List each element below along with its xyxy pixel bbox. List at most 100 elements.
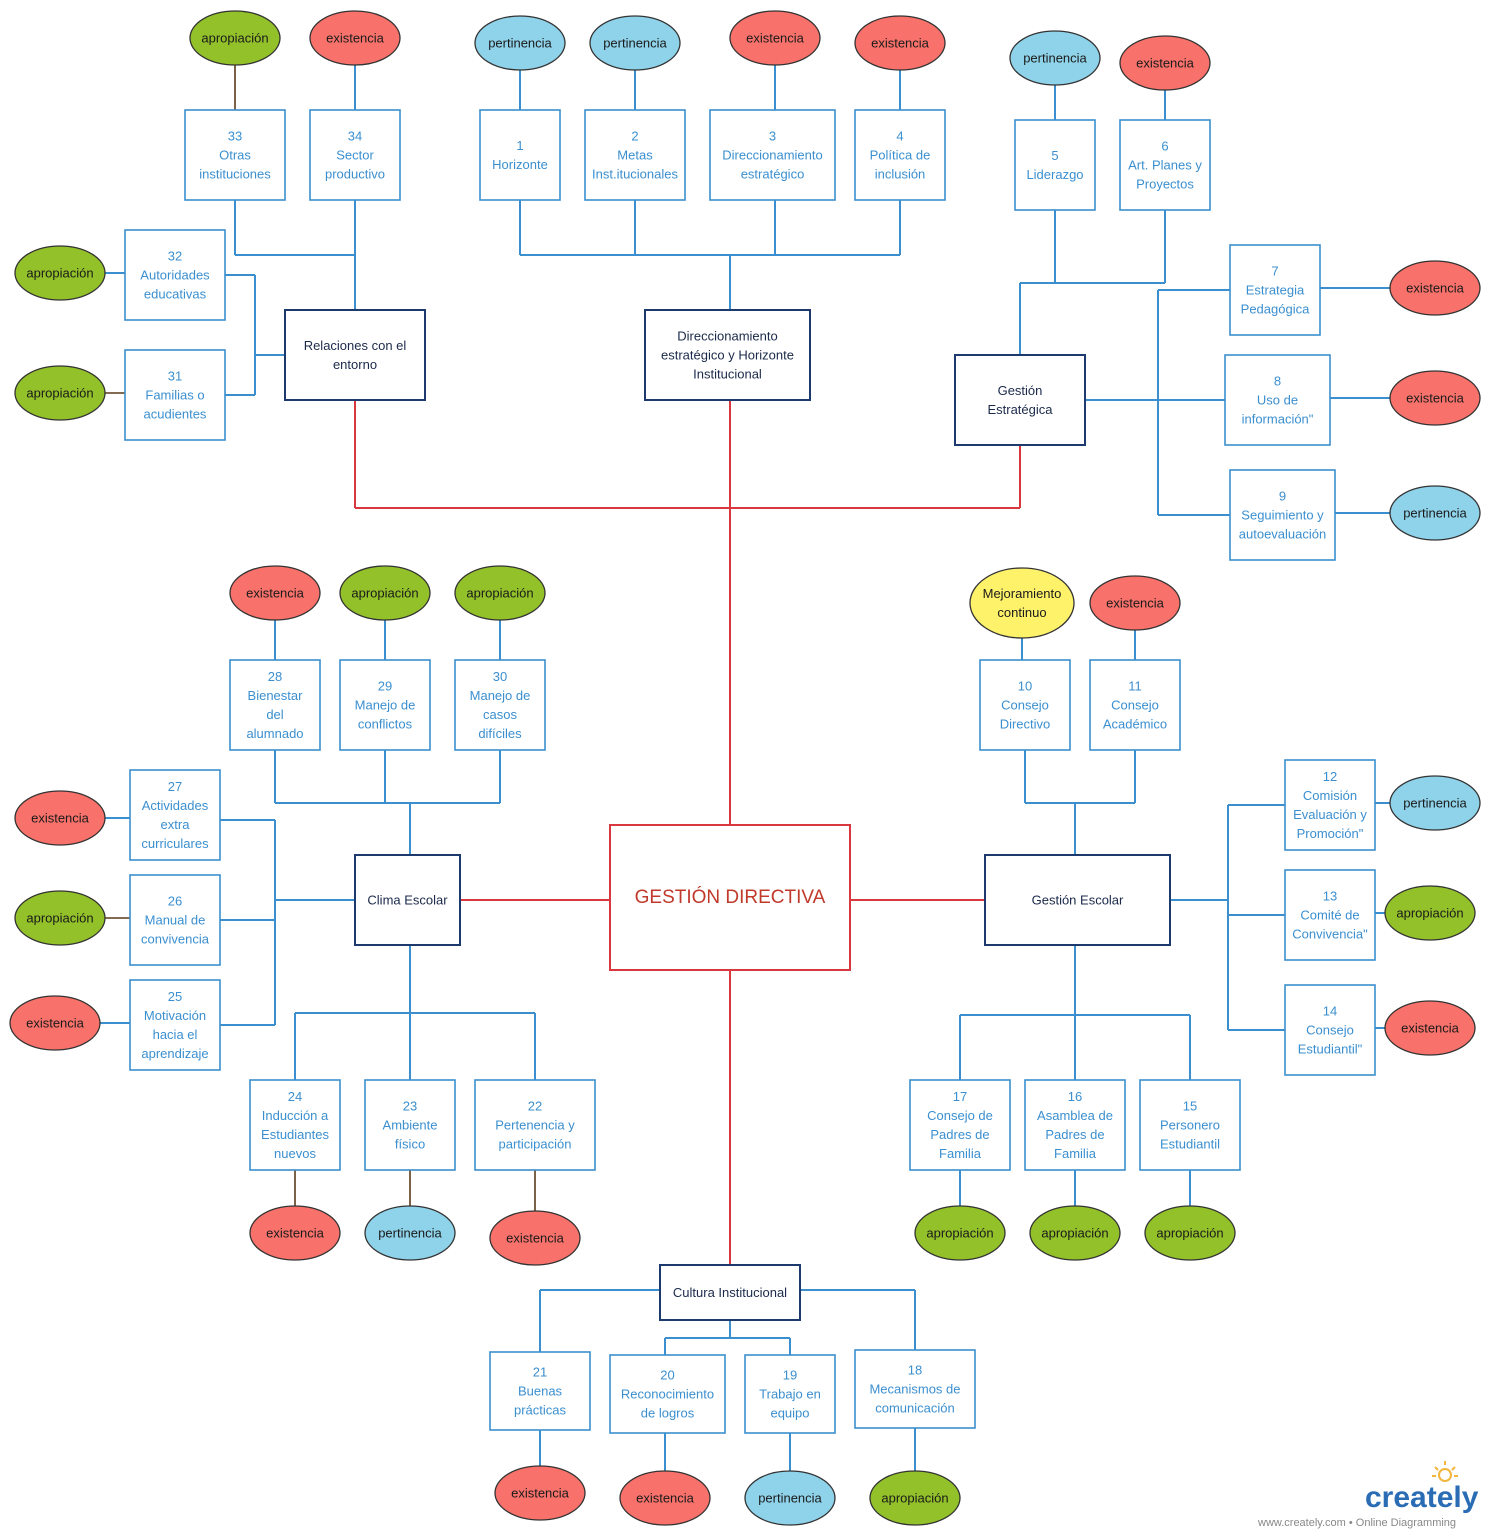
indicator-existencia-e28[interactable]: existencia <box>229 565 321 621</box>
node-label-line: Consejo <box>1001 698 1049 713</box>
node-label-line: Manejo de <box>355 698 416 713</box>
indicator-apropiacion-e31[interactable]: apropiación <box>14 365 106 421</box>
indicator-apropiacion-e15[interactable]: apropiación <box>1144 1205 1236 1261</box>
node-label-line: 5 <box>1051 148 1058 163</box>
node-label-line: 11 <box>1128 679 1142 694</box>
indicator-apropiacion-e13[interactable]: apropiación <box>1384 885 1476 941</box>
main-node-escolar[interactable]: Gestión Escolar <box>984 854 1171 946</box>
indicator-existencia-e21[interactable]: existencia <box>494 1465 586 1521</box>
node-label-line: prácticas <box>514 1403 567 1418</box>
indicator-existencia-e22[interactable]: existencia <box>489 1210 581 1266</box>
indicator-existencia-e24[interactable]: existencia <box>249 1205 341 1261</box>
indicator-existencia-e6[interactable]: existencia <box>1119 35 1211 91</box>
node-label-line: acudientes <box>144 407 207 422</box>
node-label-line: continuo <box>997 605 1046 620</box>
indicator-pertinencia-e23[interactable]: pertinencia <box>364 1205 456 1261</box>
indicator-apropiacion-e33[interactable]: apropiación <box>189 10 281 66</box>
creately-logo[interactable]: creately <box>1365 1481 1479 1514</box>
indicator-existencia-e14[interactable]: existencia <box>1384 1000 1476 1056</box>
node-label-line: apropiación <box>351 586 418 601</box>
footer-text[interactable]: www.creately.com • Online Diagramming <box>1257 1517 1456 1529</box>
node-label-line: Personero <box>1160 1118 1220 1133</box>
indicator-existencia-e8[interactable]: existencia <box>1389 370 1481 426</box>
node-label-line: pertinencia <box>603 36 667 51</box>
indicator-existencia-e20[interactable]: existencia <box>619 1470 711 1526</box>
node-label-line: Evaluación y <box>1293 807 1367 822</box>
indicator-apropiacion-e18[interactable]: apropiación <box>869 1470 961 1526</box>
indicator-apropiacion-e26[interactable]: apropiación <box>14 890 106 946</box>
indicator-pertinencia-e5[interactable]: pertinencia <box>1009 30 1101 86</box>
node-label-line: difíciles <box>478 726 522 741</box>
indicator-apropiacion-e32[interactable]: apropiación <box>14 245 106 301</box>
indicator-apropiacion-e29[interactable]: apropiación <box>339 565 431 621</box>
node-label-line: Política de <box>870 148 931 163</box>
node-label-line: Proyectos <box>1136 177 1194 192</box>
node-label-line: 33 <box>228 129 242 144</box>
node-label-line: 27 <box>168 779 182 794</box>
indicator-existencia-e4[interactable]: existencia <box>854 15 946 71</box>
indicator-existencia-e25[interactable]: existencia <box>9 995 101 1051</box>
indicator-apropiacion-e30[interactable]: apropiación <box>454 565 546 621</box>
indicator-pertinencia-e12[interactable]: pertinencia <box>1389 775 1481 831</box>
indicator-existencia-e27[interactable]: existencia <box>14 790 106 846</box>
node-label-line: apropiación <box>26 266 93 281</box>
node-label-line: 32 <box>168 249 182 264</box>
node-label-line: Institucional <box>693 367 762 382</box>
indicator-apropiacion-e17[interactable]: apropiación <box>914 1205 1006 1261</box>
indicator-pertinencia-e2[interactable]: pertinencia <box>589 15 681 71</box>
indicator-existencia-e34[interactable]: existencia <box>309 10 401 66</box>
indicator-pertinencia-e19[interactable]: pertinencia <box>744 1470 836 1526</box>
node-label-line: estratégico <box>741 167 805 182</box>
indicator-existencia-e11[interactable]: existencia <box>1089 575 1181 631</box>
indicator-pertinencia-e9[interactable]: pertinencia <box>1389 485 1481 541</box>
main-node-clima[interactable]: Clima Escolar <box>354 854 461 946</box>
center-node-gestion-directiva[interactable]: GESTIÓN DIRECTIVA <box>609 824 851 971</box>
indicator-existencia-e7[interactable]: existencia <box>1389 260 1481 316</box>
node-label-line: participación <box>499 1137 572 1152</box>
indicator-pertinencia-e1[interactable]: pertinencia <box>474 15 566 71</box>
node-label-line: 2 <box>631 129 638 144</box>
node-label-line: Consejo de <box>927 1108 993 1123</box>
main-node-cultura[interactable]: Cultura Institucional <box>659 1264 801 1321</box>
indicator-existencia-e3[interactable]: existencia <box>729 10 821 66</box>
indicator-apropiacion-e16[interactable]: apropiación <box>1029 1205 1121 1261</box>
